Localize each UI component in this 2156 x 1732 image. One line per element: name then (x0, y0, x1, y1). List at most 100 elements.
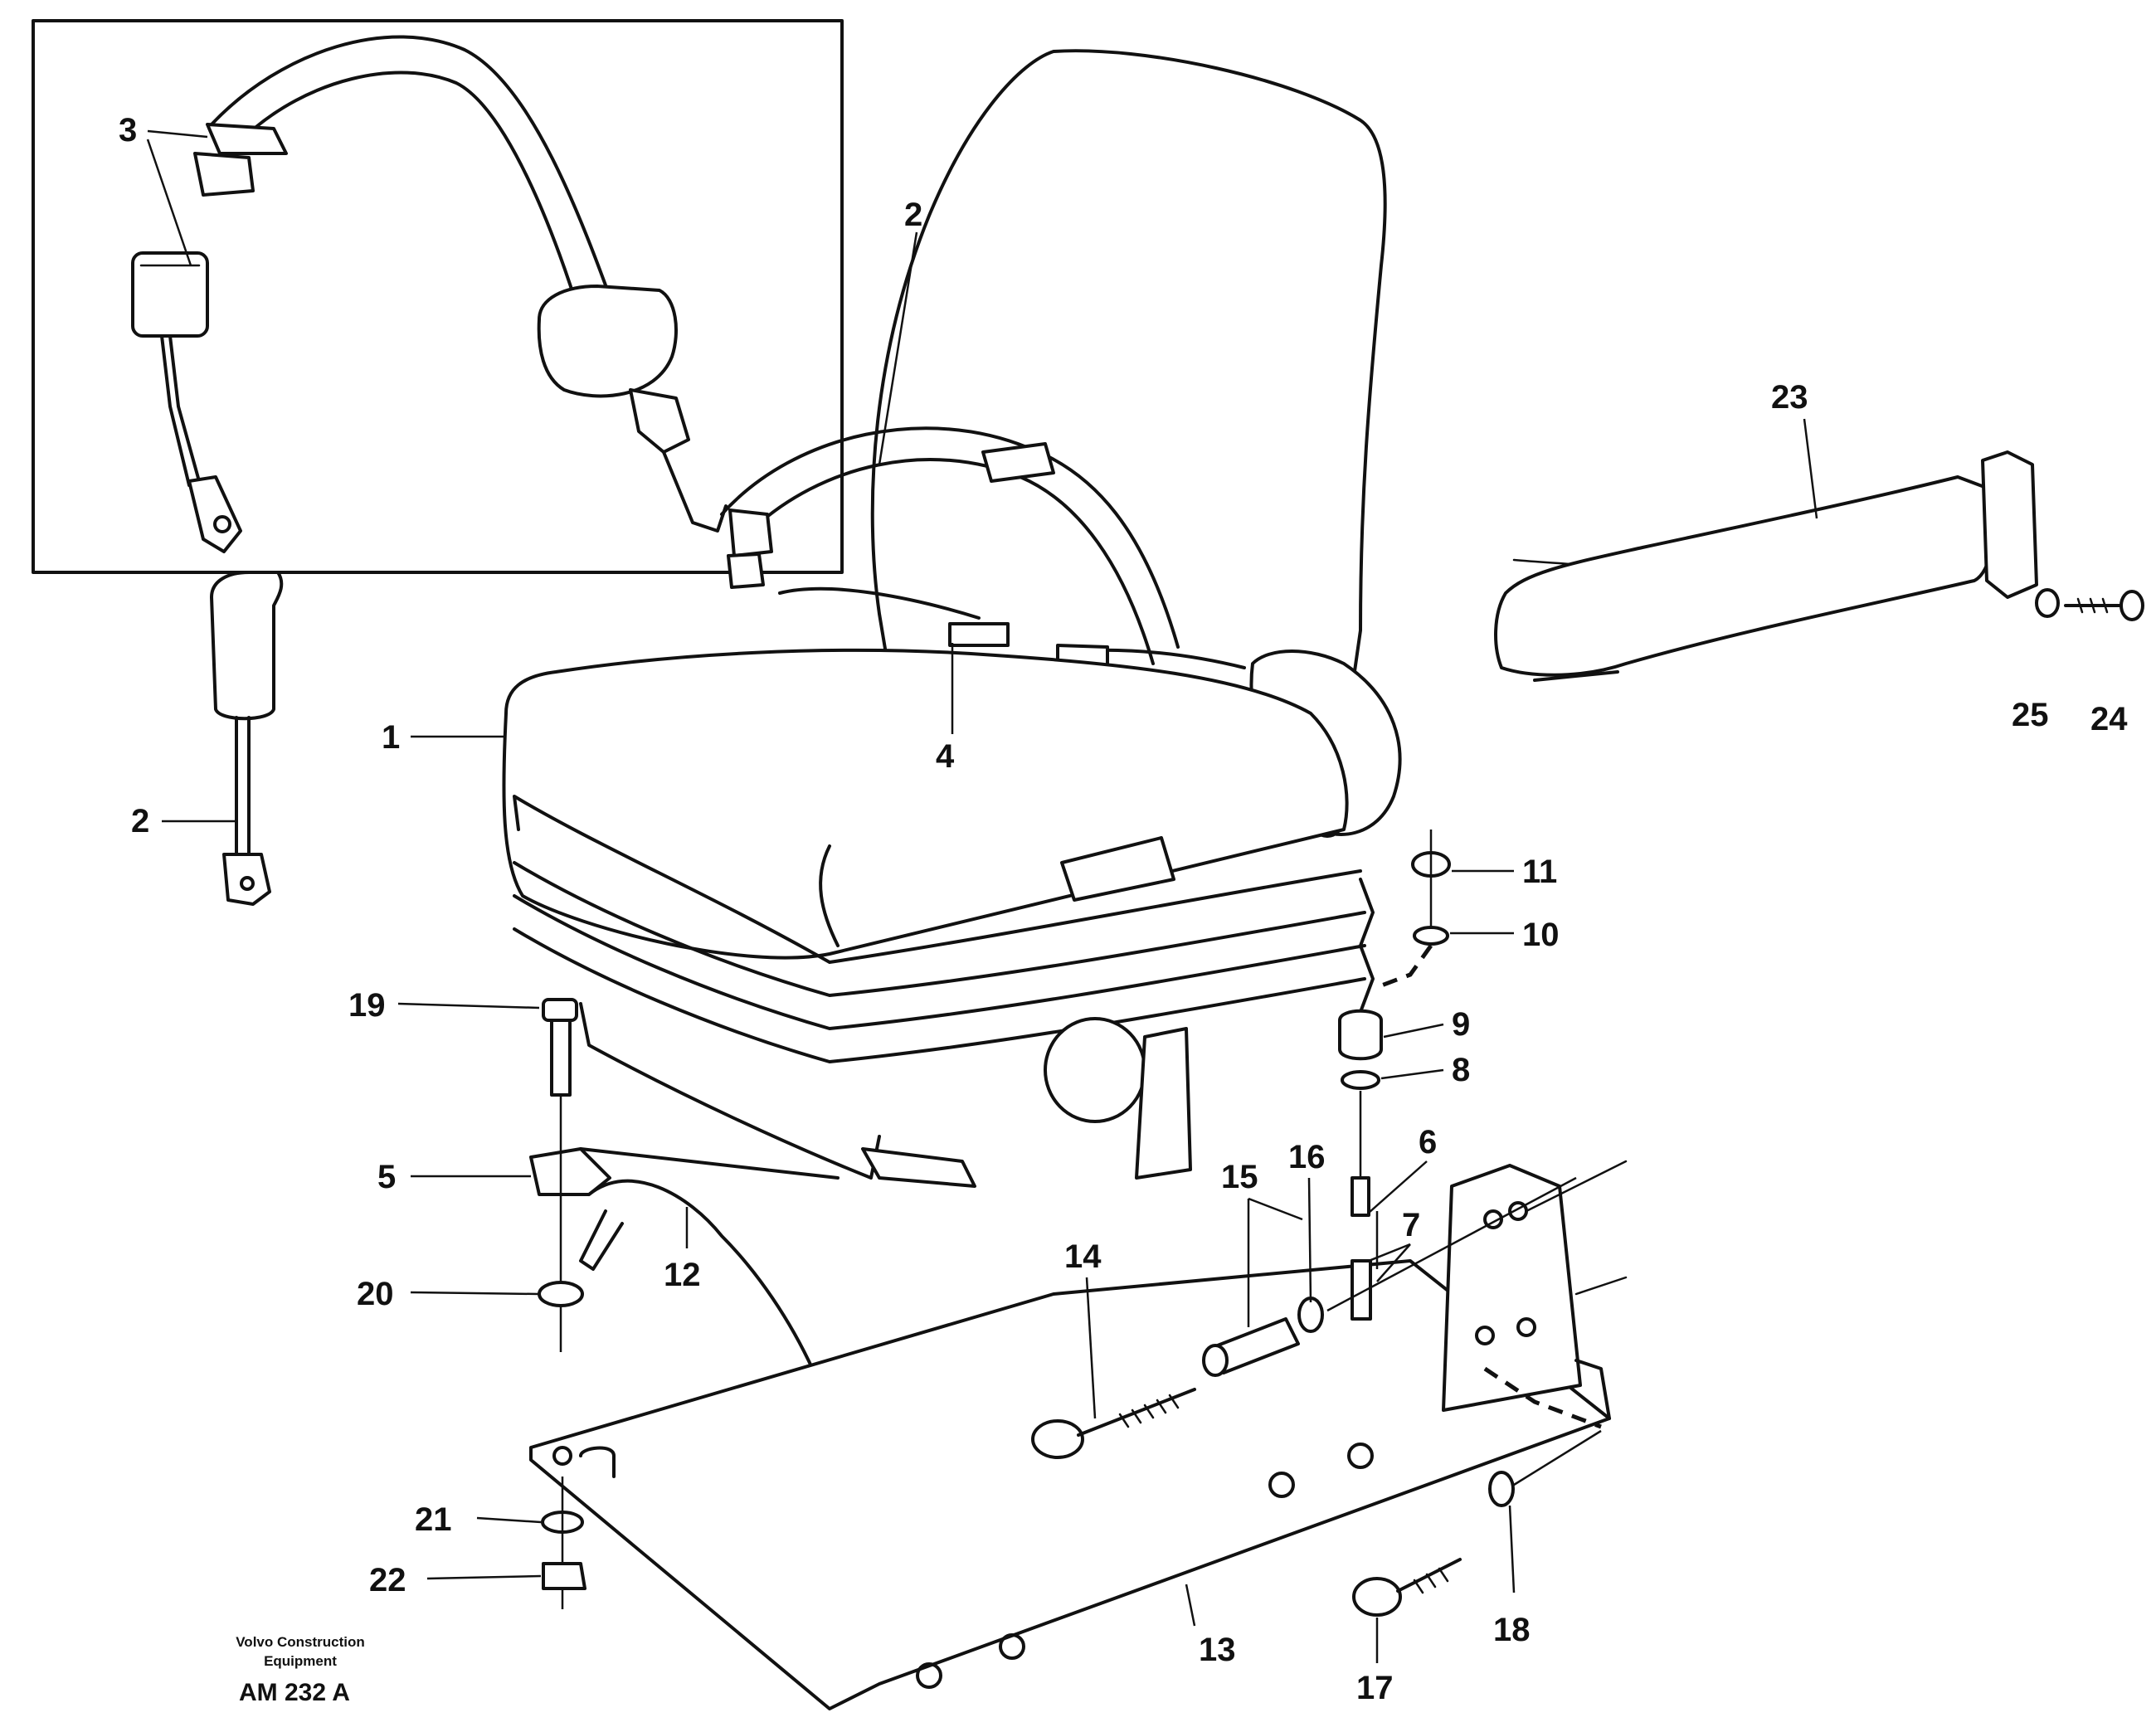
bolt-17-dashed-guide (1483, 1366, 1602, 1429)
washer-10 (1413, 926, 1449, 946)
bolt-17-head (1352, 1577, 1402, 1617)
callout-17: 17 (1356, 1670, 1394, 1706)
leader-16 (1307, 1177, 1312, 1303)
armrest-underside (1533, 670, 1619, 682)
leader-20 (410, 1291, 540, 1296)
leader-23 (1803, 418, 1818, 519)
drawing-code: AM 232 A (239, 1679, 350, 1706)
screw-7 (1351, 1259, 1372, 1321)
base-hole-1 (1268, 1472, 1295, 1498)
bracket-line-top (1525, 1160, 1628, 1213)
bracket-hole-1 (1483, 1209, 1503, 1229)
callout-18: 18 (1493, 1612, 1531, 1648)
credit-block: Volvo Construction Equipment AM 232 A (236, 1634, 365, 1706)
cushion-handle (1060, 836, 1175, 902)
armrest-mount-plate (1981, 450, 2038, 599)
callout-9: 9 (1452, 1006, 1470, 1043)
nut-22 (542, 1562, 586, 1590)
base-plate-body (529, 1259, 1611, 1710)
bracket-hole-3 (1475, 1326, 1495, 1345)
washer-18 (1488, 1471, 1515, 1507)
callout-20: 20 (357, 1276, 394, 1312)
leader-15b (1248, 1197, 1303, 1221)
inset-anchor-hole (213, 515, 231, 533)
cushion-top (502, 648, 1349, 960)
loose-buckle-housing (210, 571, 284, 721)
belt-buckle-lower (727, 552, 765, 589)
credit-line-1: Volvo Construction (236, 1634, 365, 1650)
callout-8: 8 (1452, 1052, 1470, 1088)
cushion-front-edge (819, 844, 840, 947)
bellows-fold-3 (513, 894, 1366, 1030)
armrest-body (1494, 475, 1996, 677)
seat-back-shell (870, 49, 1387, 748)
stud-lower (1351, 1176, 1370, 1217)
bellows-fold-1 (513, 795, 1362, 964)
leader-7b (1376, 1243, 1411, 1282)
bolt-14-spring (1118, 1394, 1180, 1428)
leader-22 (426, 1574, 542, 1580)
inset-anchor-plate (187, 475, 242, 553)
upright-bracket (1442, 1164, 1582, 1412)
bolt-17-spring (1413, 1567, 1449, 1594)
leader-8 (1380, 1068, 1444, 1080)
left-rail-top (579, 1147, 840, 1180)
callout-5: 5 (377, 1159, 396, 1195)
loose-buckle-hole (240, 876, 255, 891)
leader-18 (1508, 1505, 1516, 1593)
callout-6: 6 (1419, 1124, 1437, 1160)
leader-13 (1185, 1584, 1196, 1627)
washer-20 (538, 1281, 584, 1307)
callout-2-belt: 2 (904, 197, 922, 233)
callout-7: 7 (1402, 1207, 1420, 1243)
base-hole-2 (1347, 1443, 1374, 1469)
inset-seat-belt (32, 19, 844, 574)
leader-3b (146, 139, 192, 266)
bellows-side (1359, 878, 1375, 1014)
bolt-14-shank (1077, 1388, 1196, 1437)
callout-19: 19 (348, 987, 386, 1024)
bolt-14-head (1031, 1419, 1084, 1459)
belt-buckle-latch (728, 508, 773, 557)
stack-dashed-guide (1376, 944, 1433, 990)
callout-15: 15 (1221, 1159, 1258, 1195)
bracket-base (1574, 1359, 1611, 1420)
leader-7a (1368, 1243, 1411, 1263)
callout-16: 16 (1288, 1139, 1326, 1175)
bolt-14-axis (1326, 1176, 1577, 1312)
callout-22: 22 (369, 1562, 406, 1598)
rubber-mount-9 (1338, 1009, 1383, 1061)
seat-cushion (502, 648, 1349, 960)
callout-4: 4 (936, 738, 955, 775)
seat-back (870, 49, 1387, 748)
adjustment-knob (1044, 1017, 1146, 1123)
bracket-hole-4 (1516, 1317, 1536, 1337)
callout-2-buckle: 2 (131, 803, 149, 839)
adjustment-lever-handle (579, 1209, 624, 1271)
leader-lines (146, 129, 1818, 1663)
base-plate-lip (579, 1446, 616, 1478)
inset-belt-strap-top (210, 35, 620, 321)
left-rail-end (861, 1147, 976, 1188)
lap-belt-tongue (948, 622, 1010, 647)
bolt-19-head (542, 998, 578, 1022)
bellows-fold-2 (513, 861, 1366, 997)
lap-belt-left (778, 586, 981, 620)
leader-3a (147, 129, 208, 139)
inset-slider (206, 123, 288, 155)
base-plate (529, 1160, 1628, 1710)
callout-labels: 3 2 4 1 2 23 25 24 11 10 9 8 19 5 6 15 1… (119, 112, 2128, 1706)
inset-tongue-plate (193, 152, 255, 197)
suspension-bellows (513, 795, 1375, 1180)
loose-buckle (210, 571, 284, 906)
leader-9 (1383, 1023, 1444, 1039)
callout-10: 10 (1522, 917, 1560, 953)
callout-24: 24 (2090, 701, 2128, 737)
inset-bracket-arm (662, 450, 728, 533)
callout-3: 3 (119, 112, 137, 148)
leader-21 (476, 1516, 542, 1524)
base-hole-3 (999, 1633, 1025, 1660)
rear-bracket (1135, 1027, 1192, 1180)
callout-23: 23 (1771, 379, 1808, 416)
